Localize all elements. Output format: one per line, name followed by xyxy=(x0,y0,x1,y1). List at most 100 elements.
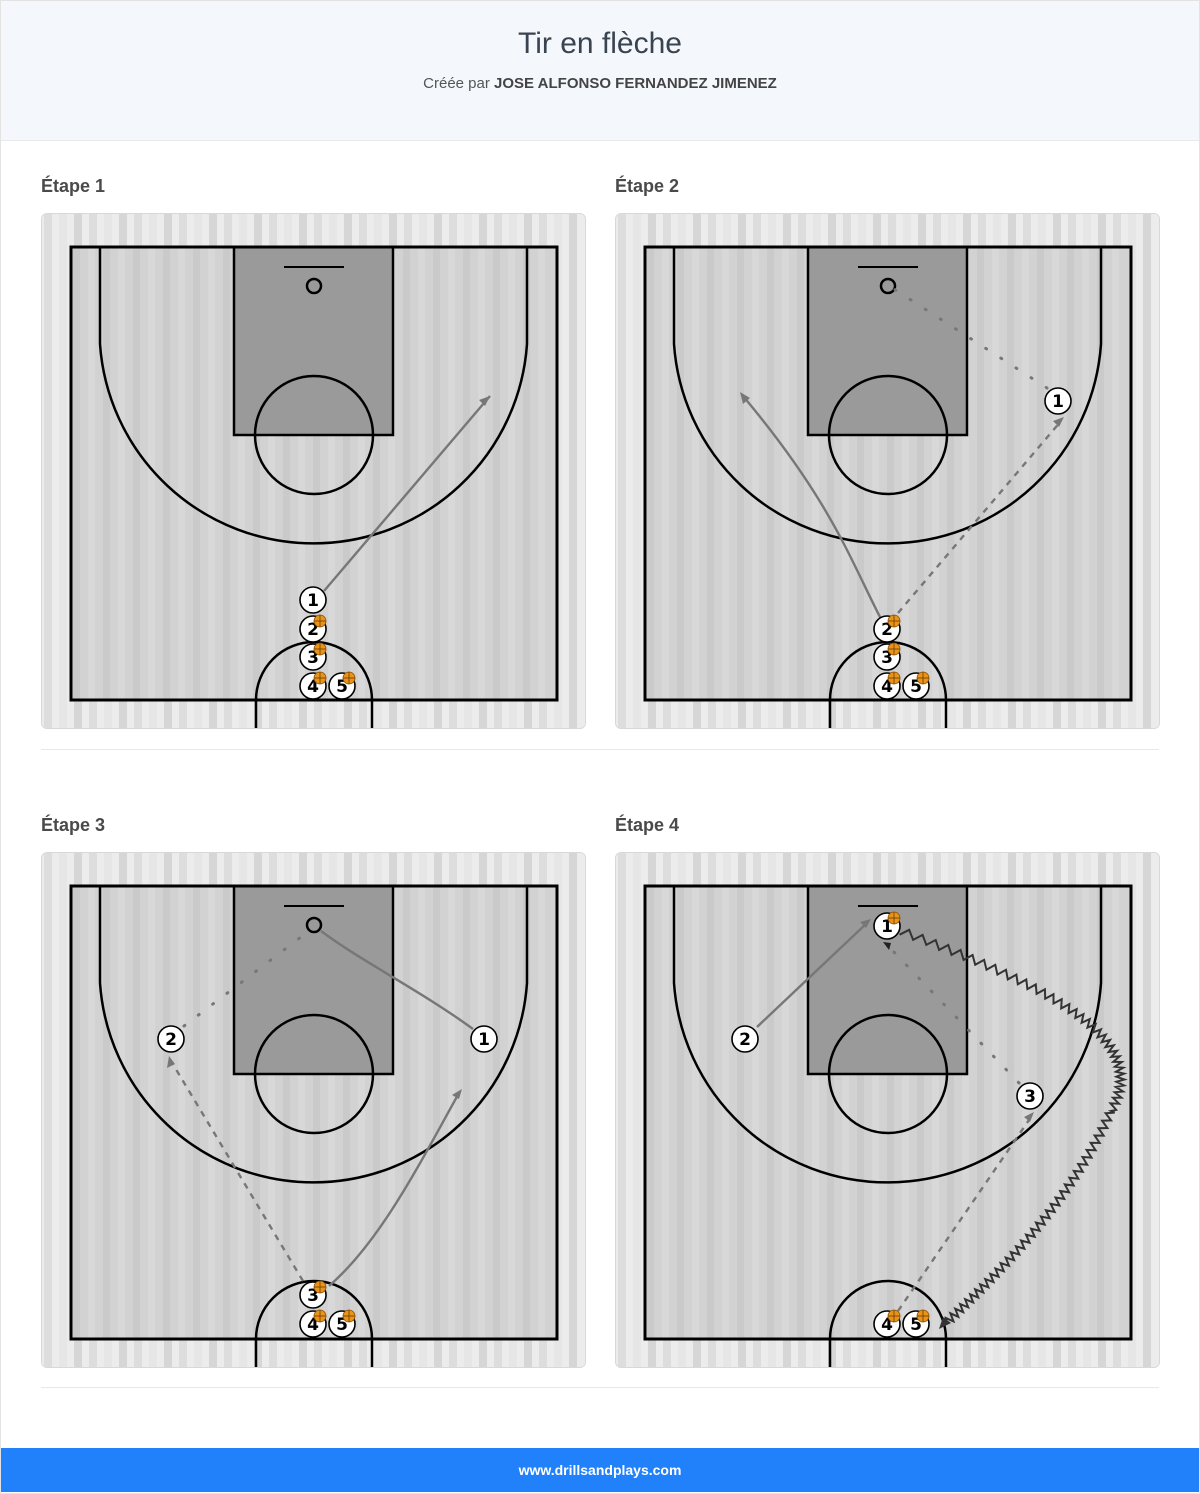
floor-stripe xyxy=(1112,247,1119,700)
paint-area xyxy=(232,884,395,1076)
floor-stripe xyxy=(118,886,125,1339)
player-number: 5 xyxy=(910,1315,922,1335)
floor-stripe xyxy=(493,247,500,700)
footer-link[interactable]: www.drillsandplays.com xyxy=(518,1462,682,1478)
author-name: JOSE ALFONSO FERNANDEZ JIMENEZ xyxy=(494,75,777,92)
floor-stripe xyxy=(887,247,894,700)
center-circle xyxy=(254,1279,374,1367)
floor-stripe xyxy=(433,886,440,1339)
floor-stripe xyxy=(268,886,275,1339)
pass-arrow xyxy=(897,1116,1032,1312)
player-2: 2 xyxy=(731,1025,759,1053)
floor-stripe xyxy=(88,886,95,1339)
floor-stripe xyxy=(103,247,110,700)
arrow-head xyxy=(860,919,871,928)
floor-stripe xyxy=(328,886,335,1339)
floor-stripe xyxy=(163,247,170,700)
floor-stripe xyxy=(1082,247,1089,700)
floor-stripe xyxy=(1052,247,1059,700)
floor-stripe xyxy=(313,886,320,1339)
footer[interactable]: www.drillsandplays.com xyxy=(1,1448,1199,1492)
arrow-head xyxy=(883,942,891,950)
floor-stripe xyxy=(1037,886,1044,1339)
player-1: 1 xyxy=(873,911,901,940)
step-title: Étape 1 xyxy=(41,176,106,196)
floor-stripe xyxy=(737,247,744,700)
floor-stripe xyxy=(403,886,410,1339)
player-number: 3 xyxy=(307,1286,319,1306)
floor-stripe xyxy=(478,886,485,1339)
floor-stripe xyxy=(722,886,729,1339)
header: Tir en flèche Créée par JOSE ALFONSO FER… xyxy=(1,1,1199,141)
floor-stripe xyxy=(947,886,954,1339)
floor-stripe xyxy=(947,247,954,700)
author-line: Créée par JOSE ALFONSO FERNANDEZ JIMENEZ xyxy=(1,75,1199,92)
floor-stripe xyxy=(647,886,654,1339)
floor-stripe xyxy=(569,853,577,1367)
paint-area xyxy=(232,245,395,437)
floor-stripe xyxy=(238,886,245,1339)
floor-stripe xyxy=(1143,853,1151,1367)
floor-stripe xyxy=(1097,886,1104,1339)
floor-stripe xyxy=(857,247,864,700)
floor-stripe xyxy=(647,247,654,700)
floor-stripe xyxy=(992,247,999,700)
floor-stripe xyxy=(677,886,684,1339)
floor-stripe xyxy=(797,886,804,1339)
floor-stripe xyxy=(448,886,455,1339)
pass-arrow xyxy=(323,395,491,592)
arrow-head xyxy=(939,1317,951,1329)
rim xyxy=(879,277,897,295)
floor-stripe xyxy=(238,247,245,700)
floor-stripe xyxy=(677,247,684,700)
floor-stripe xyxy=(463,247,470,700)
divider xyxy=(41,1387,1159,1388)
floor-stripe xyxy=(208,247,215,700)
shot-dots xyxy=(891,949,1021,1085)
floor-stripe xyxy=(1007,247,1014,700)
arrow-head xyxy=(452,1089,462,1099)
floor-stripe xyxy=(618,853,626,1367)
floor-stripe xyxy=(722,247,729,700)
rim xyxy=(305,916,323,934)
floor-stripe xyxy=(59,853,67,1367)
player-number: 3 xyxy=(307,648,319,668)
floor-stripe xyxy=(388,247,395,700)
court-border xyxy=(69,884,559,1341)
player-5: 5 xyxy=(328,1309,356,1338)
floor-stripe xyxy=(343,247,350,700)
player-1: 1 xyxy=(1044,387,1072,415)
floor-stripe xyxy=(917,886,924,1339)
player-number: 1 xyxy=(478,1030,490,1050)
floor-stripe xyxy=(418,247,425,700)
pass-arrow xyxy=(897,420,1062,614)
arrow-head xyxy=(1024,1112,1034,1122)
floor-stripe xyxy=(917,247,924,700)
player-circle xyxy=(157,1025,185,1053)
floor-stripe xyxy=(283,247,290,700)
player-5: 5 xyxy=(902,1309,930,1338)
page-title: Tir en flèche xyxy=(518,27,682,60)
floor-stripe xyxy=(223,886,230,1339)
floor-stripe xyxy=(343,886,350,1339)
floor-stripe xyxy=(148,247,155,700)
floor-stripe xyxy=(163,886,170,1339)
floor-stripe xyxy=(887,886,894,1339)
floor-stripe xyxy=(662,247,669,700)
arrow-head xyxy=(167,1056,175,1068)
floor-stripe xyxy=(1052,886,1059,1339)
floor-stripe xyxy=(782,247,789,700)
floor-stripe xyxy=(767,247,774,700)
player-number: 2 xyxy=(307,620,319,640)
shot-dots xyxy=(182,935,303,1028)
floor-stripe xyxy=(977,247,984,700)
floor-stripe xyxy=(662,886,669,1339)
floor-stripe xyxy=(88,247,95,700)
